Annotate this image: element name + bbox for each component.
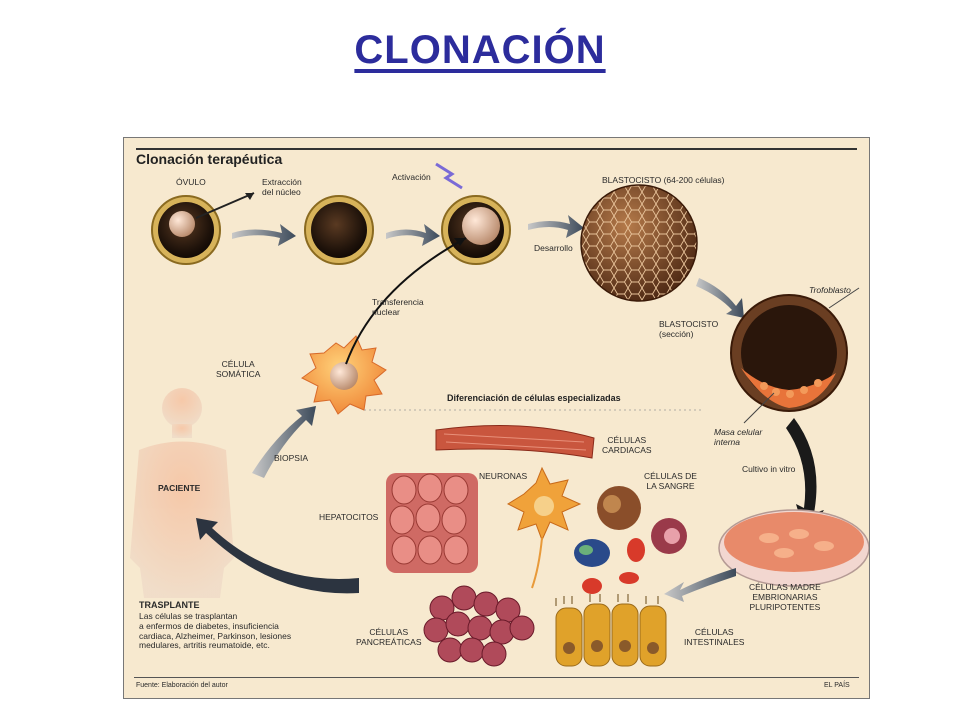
bottom-rule [134, 677, 859, 678]
patient-silhouette [130, 388, 234, 598]
label-trofoblasto: Trofoblasto [809, 285, 851, 295]
label-trasplante: TRASPLANTE [139, 600, 200, 610]
label-blastocisto-seccion: BLASTOCISTO (sección) [659, 319, 719, 339]
label-celulas-madre: CÉLULAS MADRE EMBRIONARIAS PLURIPOTENTES [749, 582, 821, 612]
activation-spark-icon [435, 162, 463, 190]
neuron [506, 466, 582, 589]
page-title: CLONACIÓN [354, 28, 606, 72]
label-cultivo: Cultivo in vitro [742, 464, 796, 474]
cardiac-cells [435, 425, 595, 459]
label-diferenciacion: Diferenciación de células especializadas [447, 393, 621, 403]
blastocyst-sphere [580, 184, 698, 302]
top-rule [136, 148, 857, 150]
egg-ovulo [151, 195, 221, 265]
label-desarrollo: Desarrollo [534, 243, 573, 253]
trasplante-text: Las células se trasplantan a enfermos de… [139, 611, 292, 651]
label-biopsia: BIOPSIA [274, 453, 309, 463]
label-celulas-intestinales: CÉLULAS INTESTINALES [684, 627, 745, 647]
somatic-cell [301, 335, 387, 415]
petri-dish [718, 509, 869, 587]
label-paciente: PACIENTE [158, 483, 201, 493]
label-hepatocitos: HEPATOCITOS [319, 512, 379, 522]
label-neuronas: NEURONAS [479, 471, 528, 481]
label-masa-celular: Masa celular interna [714, 427, 763, 447]
transplant-arrow-icon [196, 518, 359, 594]
intestinal-cells [555, 594, 667, 667]
culture-arrow-icon [786, 418, 824, 538]
infographic-heading: Clonación terapéutica [136, 151, 283, 167]
label-celulas-cardiacas: CÉLULAS CARDIACAS [602, 435, 652, 455]
label-celulas-pancreaticas: CÉLULAS PANCREÁTICAS [356, 627, 422, 647]
label-transferencia: Transferencia nuclear [372, 297, 424, 317]
pancreatic-cells [423, 585, 535, 667]
transfer-line [345, 237, 467, 365]
illustration [130, 162, 869, 667]
blood-cells [574, 486, 687, 594]
label-activacion: Activación [392, 172, 431, 182]
label-celulas-sangre: CÉLULAS DE LA SANGRE [644, 471, 697, 491]
blastocyst-section [730, 294, 848, 412]
source-note: Fuente: Elaboración del autor [136, 682, 228, 689]
publisher-credit: EL PAÍS [824, 682, 850, 689]
egg-enucleated [304, 195, 374, 265]
label-blastocisto: BLASTOCISTO (64-200 células) [602, 175, 725, 185]
label-celula-somatica: CÉLULA SOMÁTICA [216, 359, 261, 379]
label-extraccion: Extracción del núcleo [262, 177, 302, 197]
cloning-infographic: Clonación terapéutica [123, 137, 870, 699]
egg-activated [441, 195, 511, 265]
hepatocytes [386, 473, 478, 573]
label-ovulo: ÓVULO [176, 177, 206, 187]
